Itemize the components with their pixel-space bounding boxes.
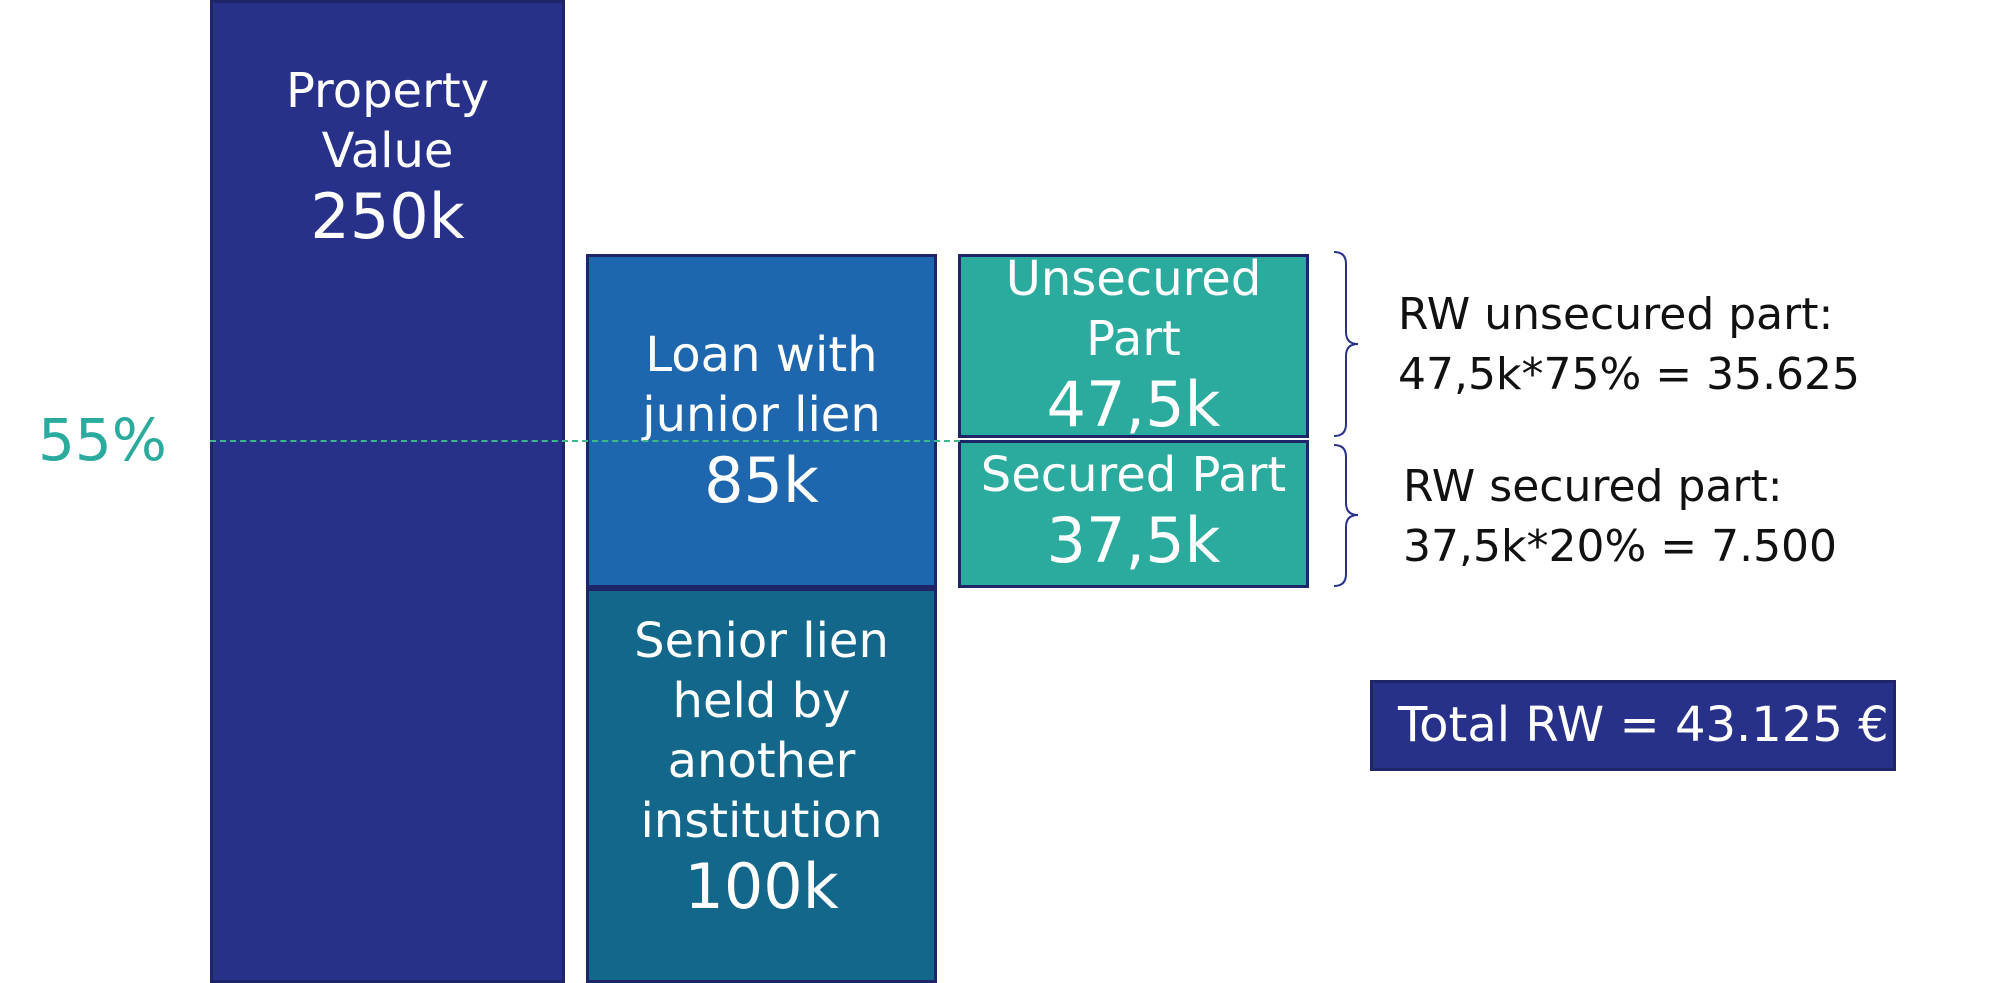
senior-value: 100k xyxy=(684,850,839,923)
property-label-line2: Value xyxy=(321,123,454,179)
senior-label-line1: Senior lien xyxy=(634,613,889,669)
rw-unsecured-line2: 47,5k*75% = 35.625 xyxy=(1398,349,1861,400)
threshold-percent-label: 55% xyxy=(38,406,167,474)
junior-label-line2: junior lien xyxy=(642,387,881,443)
rw-unsecured-note: RW unsecured part: 47,5k*75% = 35.625 xyxy=(1398,285,1860,405)
senior-lien-block: Senior lien held by another institution … xyxy=(586,588,937,983)
property-label-line1: Property xyxy=(285,63,490,119)
unsecured-label-line1: Unsecured xyxy=(1005,251,1262,307)
property-value: 250k xyxy=(310,180,465,253)
rw-secured-line1: RW secured part: xyxy=(1403,461,1783,512)
senior-label-line2: held by xyxy=(672,673,851,729)
brace-unsecured xyxy=(1333,251,1359,437)
junior-value: 85k xyxy=(704,444,819,517)
unsecured-value: 47,5k xyxy=(1046,368,1221,441)
brace-secured xyxy=(1333,444,1359,587)
junior-label-line1: Loan with xyxy=(645,327,878,383)
rw-secured-line2: 37,5k*20% = 7.500 xyxy=(1403,521,1838,572)
secured-value: 37,5k xyxy=(1046,504,1221,577)
senior-label-line3: another xyxy=(667,733,856,789)
secured-part-block: Secured Part 37,5k xyxy=(958,440,1309,588)
senior-label-line4: institution xyxy=(640,793,883,849)
secured-label: Secured Part xyxy=(980,447,1287,503)
rw-unsecured-line1: RW unsecured part: xyxy=(1398,289,1834,340)
threshold-dashed-line xyxy=(210,440,960,442)
rw-secured-note: RW secured part: 37,5k*20% = 7.500 xyxy=(1403,457,1837,577)
unsecured-part-block: Unsecured Part 47,5k xyxy=(958,251,1309,441)
total-rw-box: Total RW = 43.125 € xyxy=(1370,680,1896,771)
unsecured-label-line2: Part xyxy=(1086,311,1181,367)
property-value-block: Property Value 250k xyxy=(210,0,565,983)
junior-lien-loan-block: Loan with junior lien 85k xyxy=(586,254,937,588)
